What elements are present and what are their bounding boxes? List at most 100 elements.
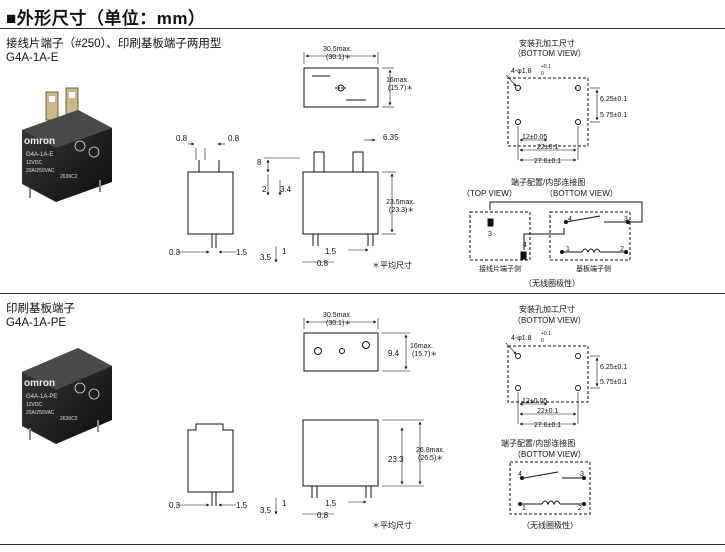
term2-title: 端子配置/内部连接图 [501,438,575,448]
section2-model: G4A-1A-PE [6,317,67,329]
term1-caption: （无线圈极性） [524,278,580,288]
term1-p1: 1 [566,246,570,253]
cert-icon [74,140,86,152]
top2-height: 16max. [410,343,433,350]
top1-height: 16max. [386,77,409,84]
term1-p2: 2 [620,246,624,253]
side1-d08a: 0.8 [176,134,188,143]
side1-d34: 3.4 [280,185,292,194]
top1-height-avg: (15.7)＊ [388,85,413,92]
holes1-d625: 6.25±0.1 [600,96,627,103]
front-view-1 [264,138,396,263]
holes-view-1 [505,74,600,162]
holes2-title: 安装孔加工尺寸 [519,304,575,314]
term1-p4: 4 [523,242,527,249]
relay1-rating1: 12VDC [26,160,43,166]
relay2-rating2: 20A/250VAC [26,410,55,416]
holes2-tol-dn: 0 [541,338,544,344]
holes2-subtitle: （BOTTOM VIEW） [513,316,586,325]
term1-p4b: 4 [568,216,572,223]
relay2-brand: omron [24,378,55,389]
front1-d15: 1.5 [325,247,337,256]
cert-icon [88,146,100,158]
note2: ＊平均尺寸 [372,520,412,530]
side1-d15: 1.5 [236,248,248,257]
front1-d35: 3.5 [260,253,272,262]
top-view-2 [303,318,410,372]
section2-title: 印刷基板端子 [6,303,75,315]
title-divider [0,28,725,29]
term2-caption: （无线圈极性） [522,520,578,530]
holes1-tol-up: +0.1 [541,64,551,70]
holes2-d22: 22±0.1 [537,408,558,415]
relay2-rating1: 12VDC [26,402,43,408]
side1-d2: 2 [262,185,267,194]
side1-d08b: 0.8 [228,134,240,143]
relay1-brand: omron [24,136,55,147]
holes1-hole: 4-φ1.8 [511,68,532,75]
relay1-model: G4A-1A-E [26,152,53,158]
front1-d08: 0.8 [317,259,329,268]
page-title: ■外形尺寸（单位：mm） [6,9,206,28]
term1-p3b: 3 [624,216,628,223]
side1-d8: 8 [257,158,262,167]
term2-p4: 4 [518,471,522,478]
front1-height-avg: (23.3)＊ [389,207,414,214]
term2-p2: 2 [578,505,582,512]
holes-view-2 [505,342,600,426]
cert-icon [88,388,100,400]
top-view-1 [303,52,394,108]
front2-d233: 23.3 [388,455,404,464]
holes1-d22: 22±0.1 [537,144,558,151]
holes2-tol-up: +0.1 [541,331,551,337]
note1: ＊平均尺寸 [372,260,412,270]
holes1-d276: 27.6±0.1 [534,158,561,165]
front2-d08: 0.8 [317,511,329,520]
front2-d35: 3.5 [260,506,272,515]
holes2-d276: 27.6±0.1 [534,422,561,429]
terminal-diagram-1 [469,201,643,261]
section1-model: G4A-1A-E [6,52,59,64]
side2-d03: 0.3 [169,501,181,510]
term2-p1: 1 [522,505,526,512]
relay2-model: G4A-1A-PE [26,394,57,400]
term1-lbl-left: 接线片端子侧 [479,264,521,273]
holes1-subtitle: （BOTTOM VIEW） [513,49,586,58]
section-divider [0,293,725,294]
front2-height: 26.8max. [416,447,445,454]
front2-d1: 1 [282,499,287,508]
term1-lbl-right: 基板端子侧 [576,264,611,273]
side1-d03: 0.3 [169,248,181,257]
side-view-1 [176,142,236,254]
top2-height-avg: (15.7)＊ [412,351,437,358]
holes1-d12: 12±0.05 [522,134,547,141]
front-view-2 [274,419,424,515]
holes1-d575: 5.75±0.1 [600,112,627,119]
relay2-code: 2636C2 [60,416,78,422]
top1-width-avg: (30.1)＊ [326,54,351,61]
side2-d15: 1.5 [236,501,248,510]
top2-width-avg: (30.1)＊ [326,320,351,327]
term1-top-view: （TOP VIEW） [462,189,517,198]
term1-bottom-view: （BOTTOM VIEW） [545,189,618,198]
top1-width: 30.5max. [323,46,352,53]
term1-title: 端子配置/内部连接图 [511,177,585,187]
relay-photo-1: omron G4A-1A-E 12VDC 20A/250VAC 2636C2 [22,87,112,202]
side-view-2 [176,423,236,507]
bottom-divider [0,544,725,545]
top2-width: 30.5max. [323,312,352,319]
relay-photo-2: omron G4A-1A-PE 12VDC 20A/250VAC 2636C2 [22,348,112,444]
section1-title: 接线片端子（#250）、印刷基板端子两用型 [6,38,222,50]
front1-height: 23.5max. [386,199,415,206]
holes2-d575: 5.75±0.1 [600,379,627,386]
holes1-tol-dn: 0 [541,71,544,77]
terminal-diagram-2 [509,461,591,515]
front1-d1: 1 [282,247,287,256]
term1-p3: 3 [488,231,492,238]
holes2-d625: 6.25±0.1 [600,364,627,371]
term2-bottom-view: （BOTTOM VIEW） [513,450,586,459]
front2-height-avg: (26.5)＊ [418,455,443,462]
cert-icon [74,382,86,394]
front2-d15: 1.5 [325,499,337,508]
